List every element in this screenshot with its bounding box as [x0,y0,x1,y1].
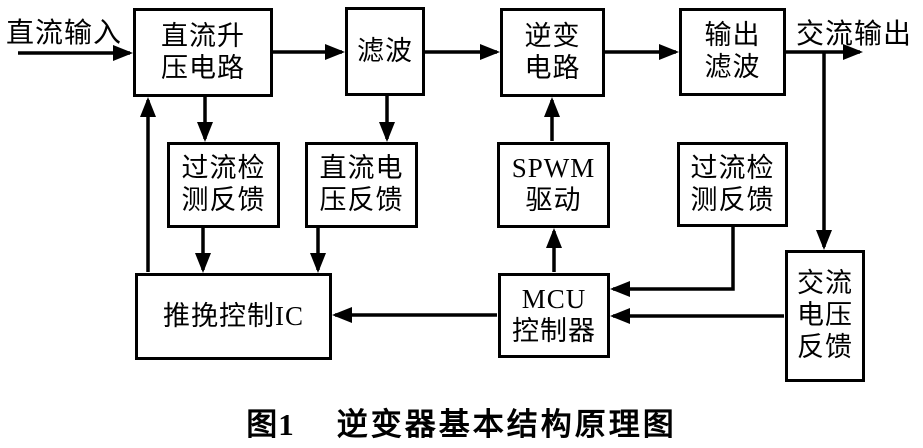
ac-output-label: 交流输出 [796,19,913,50]
block-dc-voltage-feedback: 直流电 压反馈 [305,142,418,228]
block-overcurrent-feedback-right-label: 过流检 测反馈 [690,152,775,215]
block-dc-boost-label: 直流升 压电路 [161,20,245,83]
block-output-filter-label: 输出 滤波 [704,20,761,82]
figure-caption: 图1 逆变器基本结构原理图 [0,399,923,444]
block-pushpull-control-ic-label: 推挽控制IC [163,300,304,331]
dc-input-label: 直流输入 [6,18,123,49]
block-output-filter: 输出 滤波 [679,8,786,96]
block-spwm-drive: SPWM 驱动 [497,142,610,228]
block-dc-boost: 直流升 压电路 [133,8,273,97]
block-filter: 滤波 [345,7,425,96]
figure-caption-number: 图1 [246,407,295,442]
block-pushpull-control-ic: 推挽控制IC [135,273,332,360]
arrow-overcurrent-right-to-mcu [610,227,735,297]
block-filter-label: 滤波 [357,35,413,66]
block-dc-voltage-feedback-label: 直流电 压反馈 [319,153,404,215]
block-mcu-controller: MCU 控制器 [498,273,610,358]
block-inverter: 逆变 电路 [500,8,605,97]
figure-caption-text: 逆变器基本结构原理图 [336,407,677,442]
block-inverter-label: 逆变 电路 [524,20,581,83]
block-mcu-controller-label: MCU 控制器 [512,283,596,346]
block-overcurrent-feedback-left: 过流检 测反馈 [167,142,280,228]
block-overcurrent-feedback-left-label: 过流检 测反馈 [181,153,266,215]
block-ac-voltage-feedback-label: 交流 电压 反馈 [797,268,853,362]
block-ac-voltage-feedback: 交流 电压 反馈 [785,250,865,382]
block-spwm-drive-label: SPWM 驱动 [511,153,596,215]
block-overcurrent-feedback-right: 过流检 测反馈 [677,142,788,227]
